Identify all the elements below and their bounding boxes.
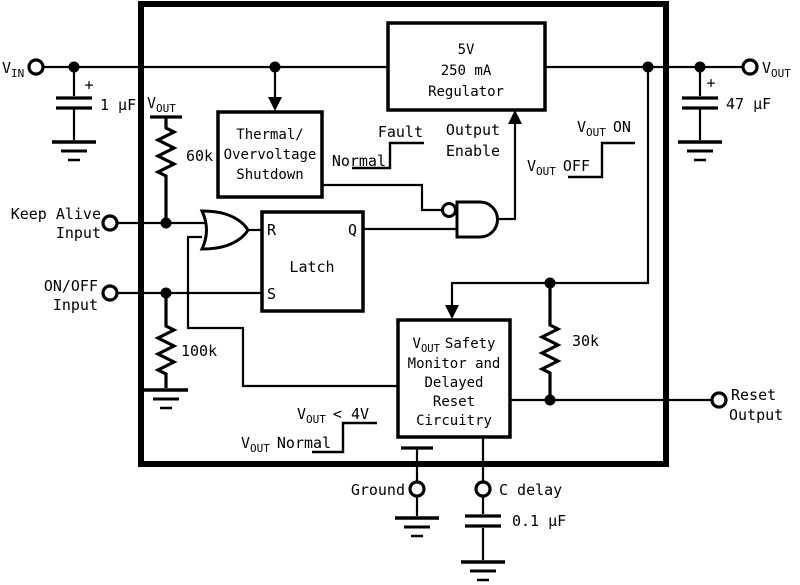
output-enable-label1: Output (446, 121, 500, 139)
ground-label: Ground (351, 481, 405, 499)
fault-waveform (352, 141, 424, 170)
vin-label: VIN (2, 59, 24, 80)
arrow-into-shutdown (268, 97, 282, 111)
ground-symbol-100k (144, 388, 188, 410)
monitor-line5: Circuitry (416, 413, 492, 429)
monitor-line4: Reset (433, 394, 475, 410)
shutdown-line2: Overvoltage (224, 147, 317, 163)
monitor-line3: Delayed (424, 375, 483, 391)
vin-terminal (27, 58, 45, 76)
junction-dots (68, 61, 706, 406)
resistor-30k (538, 283, 562, 400)
keep-alive-terminal (101, 214, 119, 232)
vout-onoff-waveform (568, 141, 635, 179)
keep-alive-label1: Keep Alive (11, 205, 101, 223)
cap-in-value: 1 µF (100, 96, 136, 114)
r60k-value: 60k (186, 147, 213, 165)
ground-terminal (408, 480, 426, 498)
cap-out-plus: + (706, 74, 715, 92)
vout-rail-label: VOUT (147, 94, 176, 115)
regulator-line3: Regulator (428, 84, 504, 100)
capacitor-delay-01uf (465, 514, 501, 528)
monitor-feed-wire (186, 235, 398, 388)
reset-label1: Reset (731, 386, 776, 404)
latch-q-label: Q (348, 221, 357, 239)
shutdown-output-wire (322, 183, 442, 212)
cdelay-terminal (474, 480, 492, 498)
resistor-60k (154, 117, 178, 223)
shutdown-line3: Shutdown (236, 167, 303, 183)
latch-block (260, 210, 365, 313)
ground-symbol-input-cap (52, 140, 96, 162)
cap-out-value: 47 µF (726, 95, 771, 113)
vout-lt4v-waveform (312, 421, 377, 454)
ic-boundary-box (138, 1, 669, 467)
monitor-block (396, 318, 512, 439)
latch-label: Latch (289, 258, 334, 276)
ground-symbol-output-cap (678, 140, 722, 162)
and-gate (455, 200, 499, 239)
resistor-100k (154, 293, 178, 388)
capacitor-output-47uf (682, 96, 718, 110)
cap-delay-value: 0.1 µF (512, 512, 566, 530)
wires (43, 65, 743, 560)
or-gate (199, 209, 250, 251)
regulator-line1: 5V (458, 42, 475, 58)
monitor-line2: Monitor and (408, 356, 501, 372)
r100k-value: 100k (181, 342, 217, 360)
keep-alive-label2: Input (56, 224, 101, 242)
inverter-bubble (441, 202, 457, 218)
fault-label: Fault (378, 123, 423, 141)
arrow-into-monitor (445, 305, 459, 319)
normal-label: Normal (332, 152, 386, 170)
latch-r-label: R (267, 221, 277, 239)
vout-terminal (741, 58, 759, 76)
shutdown-line1: Thermal/ (236, 127, 303, 143)
cdelay-label: C delay (499, 481, 562, 499)
output-enable-label2: Enable (446, 142, 500, 160)
arrow-into-regulator (508, 110, 522, 124)
vout-label: VOUT (762, 59, 791, 80)
onoff-terminal (101, 284, 119, 302)
cap-in-plus: + (84, 76, 93, 94)
capacitor-input-1uf (56, 96, 92, 110)
regulator-block (386, 21, 547, 112)
r30k-value: 30k (572, 332, 599, 350)
onoff-label2: Input (53, 296, 98, 314)
latch-s-label: S (267, 285, 276, 303)
ground-symbol-ground-pin (395, 516, 439, 538)
regulator-line2: 250 mA (441, 63, 492, 79)
shutdown-block (216, 110, 324, 199)
vout-lt4v-label: VOUT< 4V (297, 405, 369, 426)
reset-label2: Output (729, 406, 783, 424)
reset-terminal (710, 391, 728, 409)
output-enable-wire (497, 123, 517, 221)
ground-symbol-delay-cap (461, 560, 505, 582)
onoff-label1: ON/OFF (44, 277, 98, 295)
